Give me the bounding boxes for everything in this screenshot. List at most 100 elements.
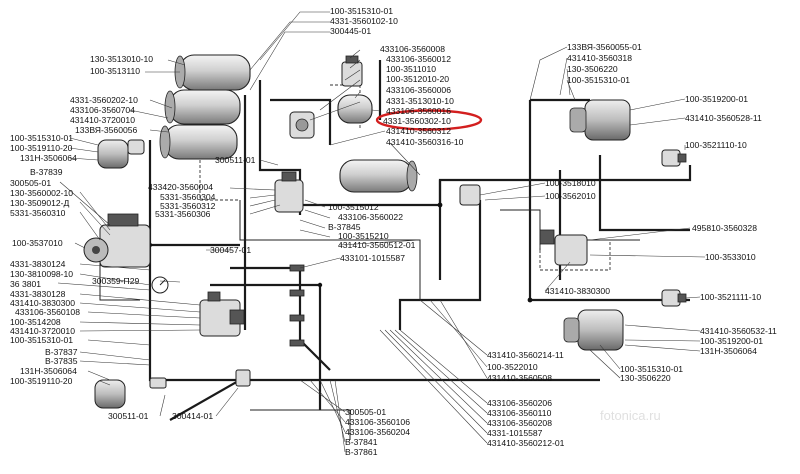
part-label: 300505-01 <box>10 178 51 188</box>
part-label: 100-3521111-10 <box>700 292 761 302</box>
part-label: 130-3506220 <box>620 373 671 383</box>
part-label: 433106-3560110 <box>487 408 552 418</box>
air-compressor <box>83 213 151 268</box>
part-label: 431410-3720010 <box>10 326 75 336</box>
part-label: 5331-3560304 <box>160 192 216 202</box>
part-label: 5331-3560306 <box>155 209 211 219</box>
part-label: 100-3519110-20 <box>10 376 73 386</box>
part-number-labels: 100-3515310-01 4331-3560102-10 300445-01… <box>10 6 777 457</box>
part-label: 433106-3560204 <box>345 427 410 437</box>
part-label: 5331-3560310 <box>10 208 66 218</box>
part-label: 433106-3560108 <box>15 307 80 317</box>
part-label: 131Н-3506064 <box>700 346 757 356</box>
part-label: 300414-01 <box>172 411 213 421</box>
brake-chamber-front-left <box>97 139 129 169</box>
part-label: 131Н-3506064 <box>20 153 77 163</box>
part-label: 433106-3560012 <box>386 54 451 64</box>
part-label: 433106-3560022 <box>338 212 403 222</box>
receiver-tank-small <box>337 94 373 124</box>
part-label: 300457-01 <box>210 245 251 255</box>
part-label: 100-3515310-01 <box>10 335 73 345</box>
coupling-head-left <box>127 139 145 155</box>
receiver-tank-2 <box>164 89 241 125</box>
coupling-head-top <box>661 149 687 167</box>
part-label: 433106-3560208 <box>487 418 552 428</box>
part-label: 431410-3560214-11 <box>487 350 564 360</box>
part-label: 300359-П29 <box>92 276 139 286</box>
part-label: 300445-01 <box>330 26 371 36</box>
brake-chamber-rear-left <box>94 379 126 409</box>
air-receivers <box>159 54 418 193</box>
part-label: 100-3533010 <box>705 252 756 262</box>
part-label: 4331-3560102-10 <box>330 16 398 26</box>
part-label: 4331-3830128 <box>10 289 66 299</box>
protection-valve <box>289 111 315 139</box>
part-label: 433420-3560004 <box>148 182 213 192</box>
parking-brake-valve <box>199 291 245 337</box>
part-label: 431410-3560512-01 <box>338 240 416 250</box>
part-label: 4331-3560202-10 <box>70 95 138 105</box>
part-label: 130-3513010-10 <box>90 54 153 64</box>
part-label: 300505-01 <box>345 407 386 417</box>
part-label: 431410-3830300 <box>10 298 75 308</box>
part-label: B-37841 <box>345 437 378 447</box>
leader-lines <box>57 11 706 453</box>
part-label: 100-3515310-01 <box>10 133 73 143</box>
valves-and-units <box>83 55 687 389</box>
part-label: 131Н-3506064 <box>20 366 77 376</box>
part-label: 100-3511010 <box>386 64 436 74</box>
pressure-gauge <box>151 276 169 294</box>
drain-valve <box>149 377 167 389</box>
part-label: 100-3514208 <box>10 317 61 327</box>
part-label: 433106-3560006 <box>386 85 451 95</box>
receiver-tank-1 <box>174 54 251 91</box>
part-label: 130-3810098-10 <box>10 269 73 279</box>
spring-brake-chamber-top <box>569 99 631 141</box>
highlighted-part-label: 4331-3560302-10 <box>383 116 451 126</box>
part-label: 495810-3560328 <box>692 223 757 233</box>
highlight-oval <box>375 109 483 131</box>
watermark: fotonica.ru <box>600 408 661 423</box>
part-label: B-37845 <box>328 222 361 232</box>
receiver-tank-4 <box>339 159 418 193</box>
part-label: 133ВЯ-3560056 <box>75 125 138 135</box>
part-label: 431410-3720010 <box>70 115 135 125</box>
part-label: 433106-3560008 <box>380 44 445 54</box>
part-label: 130-3560002-10 <box>10 188 73 198</box>
part-label: 100-3522010 <box>487 362 538 372</box>
part-label: 100-3562010 <box>545 191 596 201</box>
part-label: B-37839 <box>30 167 63 177</box>
part-label: 100-3515310-01 <box>620 364 683 374</box>
part-label: 431410-3560508 <box>487 373 552 383</box>
part-label: 4331-3513010-10 <box>386 96 454 106</box>
trailer-control-valve <box>539 229 588 266</box>
part-label: 5331-3560312 <box>160 201 216 211</box>
part-label: 100-3537010 <box>12 238 63 248</box>
part-label: 100-3521110-10 <box>685 140 747 150</box>
part-label: 433106-3560016 <box>386 106 451 116</box>
part-label: 133ВЯ-3560055-01 <box>567 42 642 52</box>
spring-brake-chamber-bottom <box>563 309 624 351</box>
relay-valve <box>459 184 481 206</box>
part-label: 300511-01 <box>215 155 256 165</box>
part-label: 431410-3560532-11 <box>700 326 777 336</box>
part-label: 4331-1015587 <box>487 428 543 438</box>
part-label: 433106-3560704 <box>70 105 135 115</box>
part-label: 431410-3560528-11 <box>685 113 762 123</box>
part-label: 431410-3560318 <box>567 53 632 63</box>
part-label: 100-3519200-01 <box>685 94 748 104</box>
connector-strip <box>289 264 305 347</box>
part-label: 431410-3560312 <box>386 126 451 136</box>
part-label: 100-3515310-01 <box>330 6 393 16</box>
coupling-head-bottom <box>661 289 687 307</box>
part-label: 36 3801 <box>10 279 41 289</box>
part-label: 100-3512010-20 <box>386 74 449 84</box>
part-label: 100-3518010 <box>545 178 596 188</box>
part-label: 100-3513110 <box>90 66 140 76</box>
part-label: 431410-3560316-10 <box>386 137 464 147</box>
part-label: B-37835 <box>45 356 78 366</box>
part-label: 130-3509012-Д <box>10 198 70 208</box>
part-label: 433106-3560206 <box>487 398 552 408</box>
